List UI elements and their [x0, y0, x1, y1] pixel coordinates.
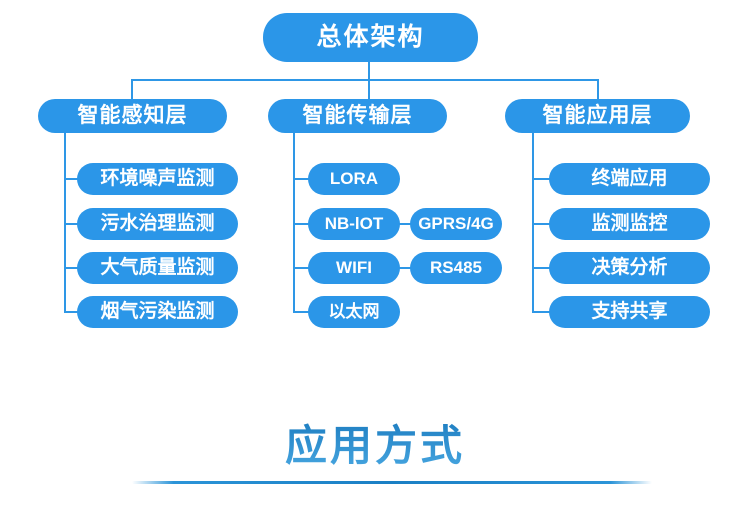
connector-branch: [532, 267, 550, 269]
node-terminal-app: 终端应用: [549, 163, 710, 195]
node-flue-gas-monitoring: 烟气污染监测: [77, 296, 238, 328]
connector-branch: [293, 267, 309, 269]
connector-branch: [532, 223, 550, 225]
node-lora: LORA: [308, 163, 400, 195]
node-rs485: RS485: [410, 252, 502, 284]
section-divider: [132, 481, 652, 484]
connector-branch: [64, 178, 78, 180]
node-support-sharing: 支持共享: [549, 296, 710, 328]
connector-branch: [532, 311, 550, 313]
connector-stub-left: [131, 79, 133, 99]
node-sewage-monitoring: 污水治理监测: [77, 208, 238, 240]
connector-top-horizontal: [131, 79, 599, 81]
connector-branch: [64, 311, 78, 313]
connector-branch: [293, 178, 309, 180]
connector-stub-right: [597, 79, 599, 99]
connector-side-branch: [399, 267, 411, 269]
connector-branch: [532, 178, 550, 180]
node-ethernet: 以太网: [308, 296, 400, 328]
connector-branch: [64, 267, 78, 269]
node-air-quality-monitoring: 大气质量监测: [77, 252, 238, 284]
node-gprs-4g: GPRS/4G: [410, 208, 502, 240]
section-title: 应用方式: [0, 412, 750, 473]
node-decision-analysis: 决策分析: [549, 252, 710, 284]
layer-header-application: 智能应用层: [505, 99, 690, 133]
layer-header-transmission: 智能传输层: [268, 99, 447, 133]
connector-branch: [293, 311, 309, 313]
node-monitoring-control: 监测监控: [549, 208, 710, 240]
connector-branch: [64, 223, 78, 225]
node-wifi: WIFI: [308, 252, 400, 284]
layer-header-perception: 智能感知层: [38, 99, 227, 133]
root-node: 总体架构: [263, 13, 478, 62]
connector-side-branch: [399, 223, 411, 225]
node-nb-iot: NB-lOT: [308, 208, 400, 240]
connector-branch: [293, 223, 309, 225]
node-env-noise-monitoring: 环境噪声监测: [77, 163, 238, 195]
